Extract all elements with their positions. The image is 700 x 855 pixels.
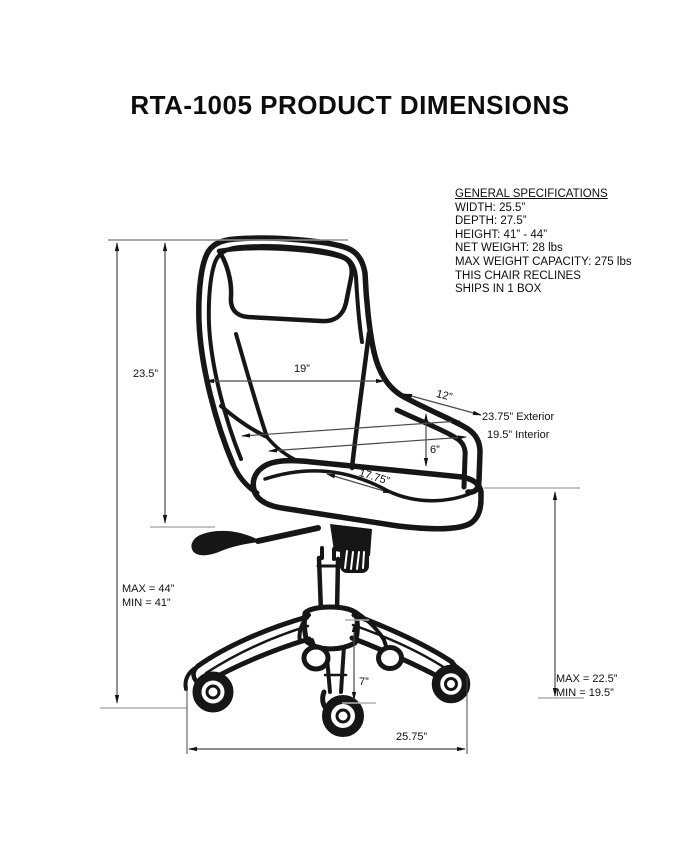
label-base-width: 25.75” <box>396 731 428 743</box>
spec-ships: SHIPS IN 1 BOX <box>455 283 542 296</box>
label-base-height: 7” <box>359 676 369 688</box>
label-height-max: MAX = 44” <box>122 583 175 595</box>
spec-net-weight: NET WEIGHT: 28 lbs <box>455 242 563 255</box>
label-arm-height: 6” <box>430 444 440 456</box>
label-seat-height-min: MIN = 19.5” <box>556 687 614 699</box>
label-seat-height-max: MAX = 22.5” <box>556 673 618 685</box>
caster-rear-right <box>376 638 404 671</box>
label-exterior-width: 23.75” Exterior <box>482 411 555 423</box>
base-arm-rear-right <box>354 610 386 642</box>
spec-width: WIDTH: 25.5” <box>455 201 526 214</box>
dim-line-exterior-width <box>241 419 461 438</box>
dimension-lines <box>114 242 558 754</box>
label-back-height: 23.5” <box>133 368 159 380</box>
tilt-mechanism <box>330 524 372 573</box>
headrest-pillow <box>216 245 354 324</box>
spec-max-capacity: MAX WEIGHT CAPACITY: 275 lbs <box>455 255 632 268</box>
chair-line-art <box>183 235 484 737</box>
dim-line-arm-depth <box>403 393 482 416</box>
label-height-min: MIN = 41” <box>122 597 171 609</box>
specs-heading: GENERAL SPECIFICATIONS <box>455 188 608 200</box>
reference-lines <box>100 239 584 709</box>
label-interior-width: 19.5” Interior <box>487 429 550 441</box>
chair-back <box>196 235 377 496</box>
label-back-width: 19” <box>294 363 310 375</box>
general-specifications: GENERAL SPECIFICATIONS WIDTH: 25.5” DEPT… <box>455 188 632 297</box>
spec-depth: DEPTH: 27.5” <box>455 215 527 228</box>
caster-front-right <box>431 662 471 704</box>
spec-reclines: THIS CHAIR RECLINES <box>455 269 581 282</box>
adjustment-lever <box>191 525 321 556</box>
base-arm-rear-left <box>297 613 311 644</box>
caster-rear-left <box>301 638 331 672</box>
caster-front-center <box>320 689 364 737</box>
page-title: RTA-1005 PRODUCT DIMENSIONS <box>130 90 570 120</box>
caster-front-left <box>183 665 234 713</box>
dim-line-interior-width <box>268 435 467 453</box>
spec-height: HEIGHT: 41” - 44” <box>455 228 548 241</box>
dim-line-seat-depth <box>326 473 392 494</box>
